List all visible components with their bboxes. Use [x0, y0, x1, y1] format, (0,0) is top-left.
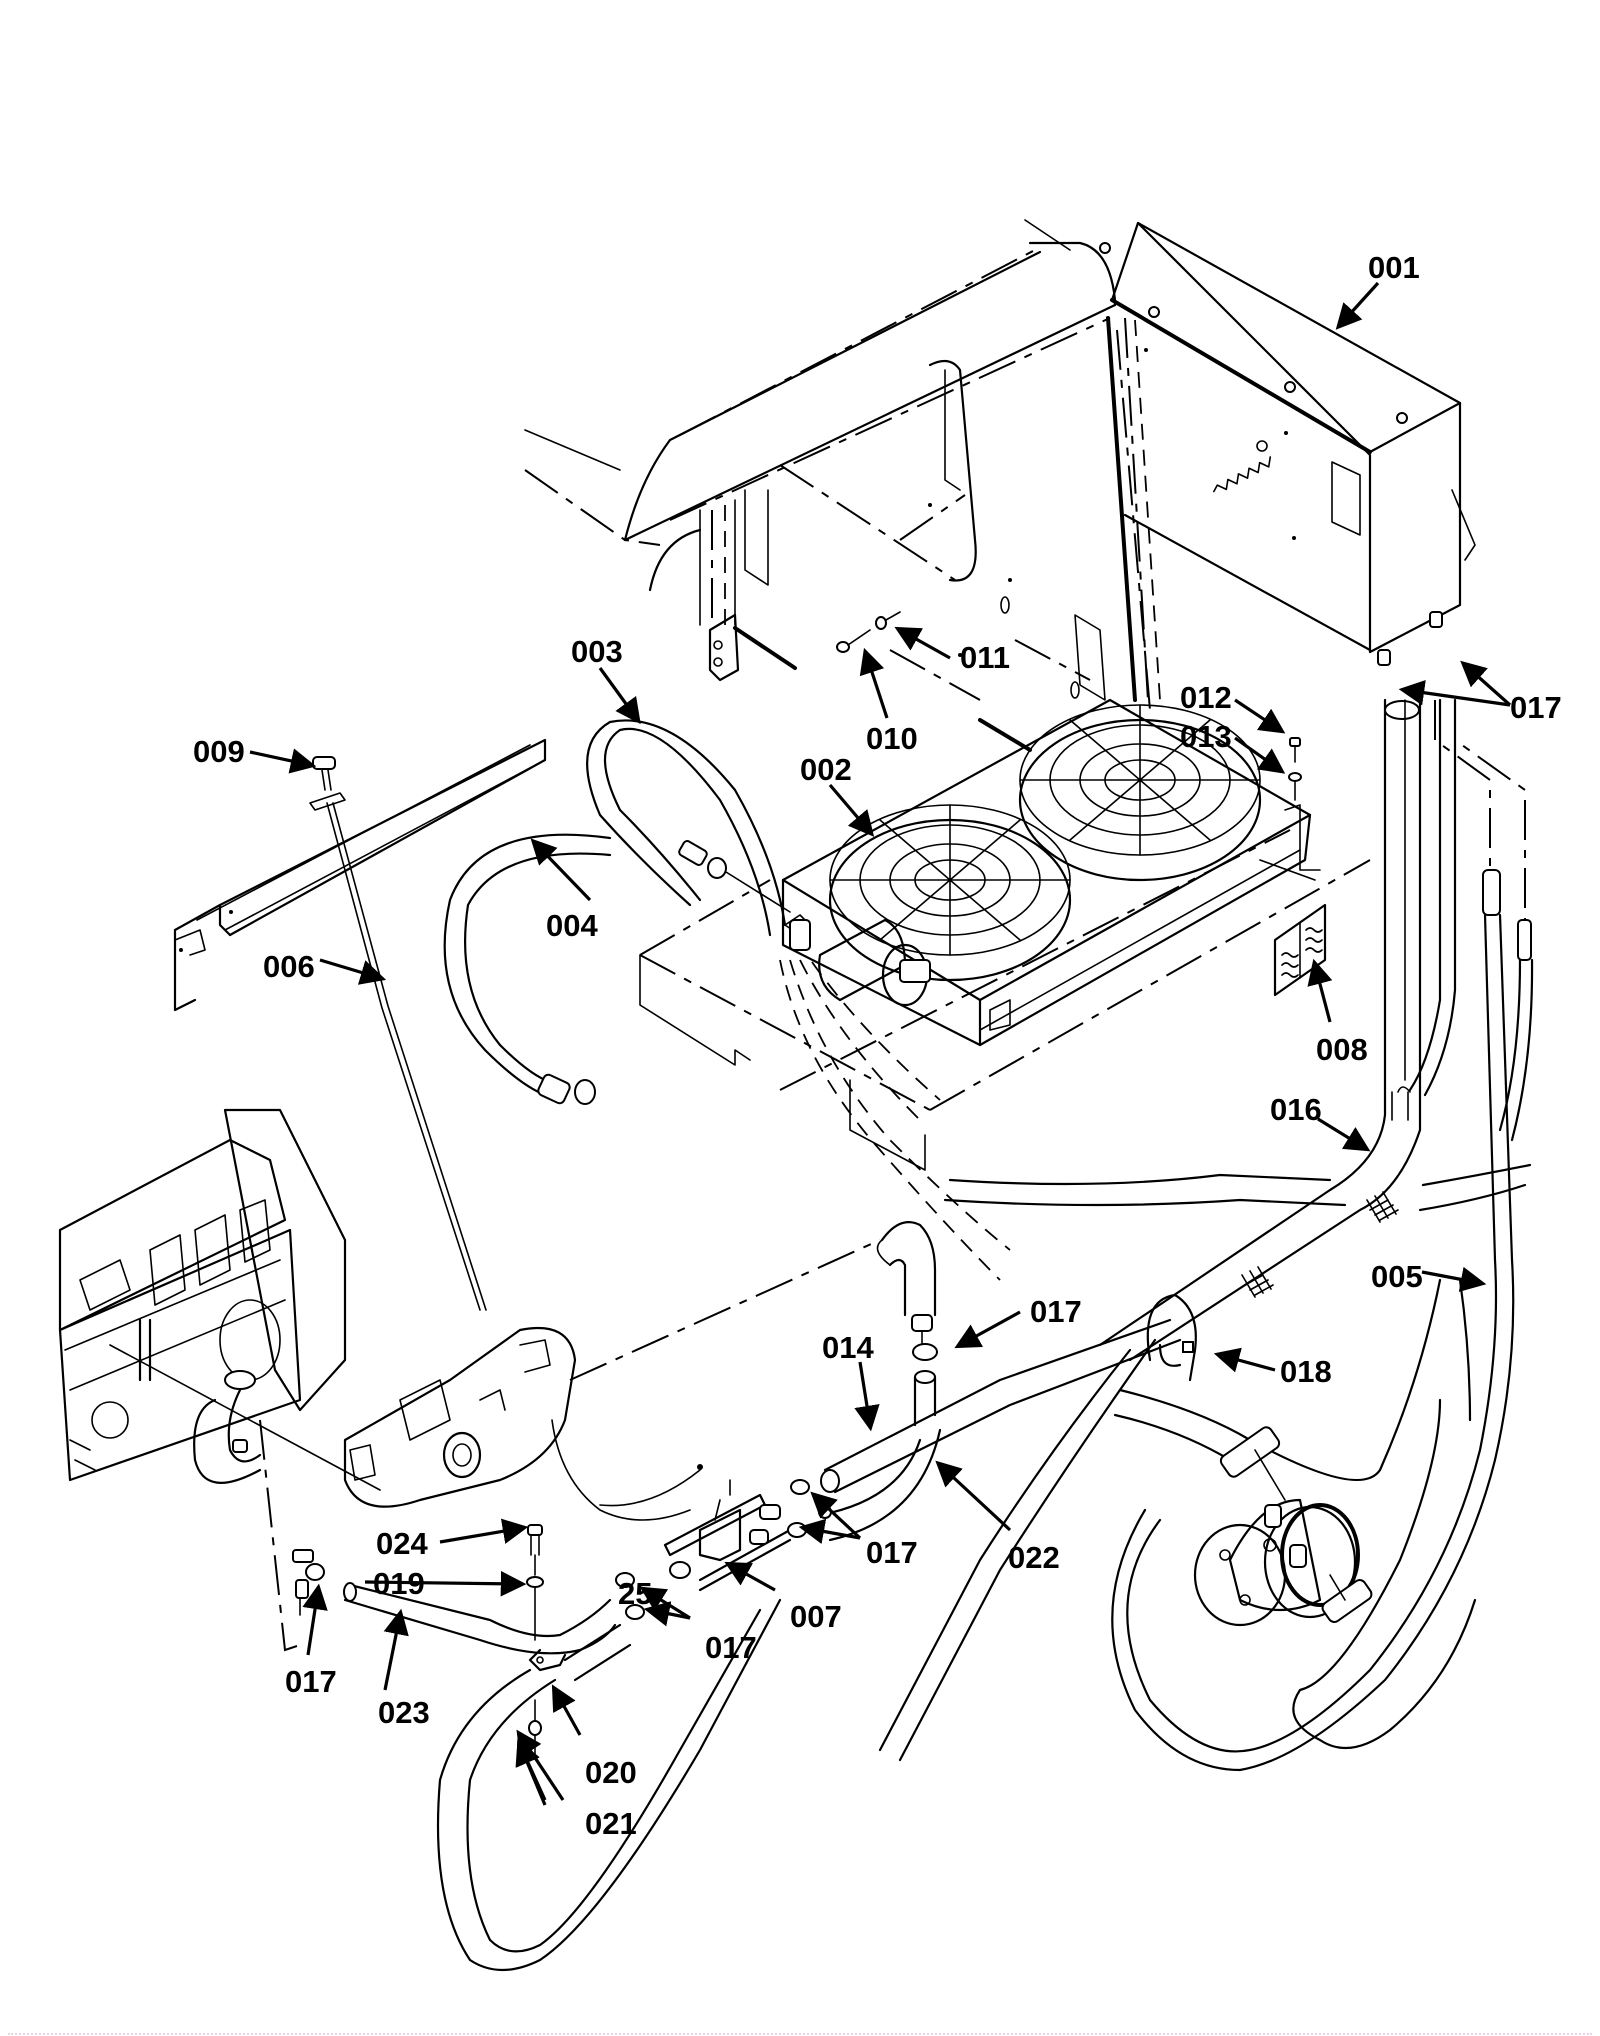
- hose-clip-020: [436, 1598, 782, 1971]
- callout-011: 011: [960, 640, 1010, 675]
- decal: [1273, 903, 1327, 997]
- screw-and-washer: [836, 611, 901, 653]
- water-pump-manifold: [343, 1326, 577, 1508]
- callout-017-valve-left: 017: [705, 1630, 757, 1665]
- callout-005: 005: [1371, 1259, 1423, 1294]
- evaporator-housing: [1099, 221, 1476, 666]
- leader-arrows: [249, 281, 1512, 1806]
- fasteners-019-021-024: [526, 1524, 544, 1756]
- callout-012: 012: [1180, 680, 1232, 715]
- page-bottom-rule: [8, 2033, 1592, 2035]
- fan-guard-right: [1018, 704, 1262, 882]
- heater-hose-014-022: [818, 1293, 1197, 1762]
- callout-007: 007: [790, 1599, 842, 1634]
- hidden-hose-routing: [779, 959, 1011, 1281]
- callout-024: 024: [376, 1526, 428, 1561]
- control-cable: [309, 756, 691, 1521]
- fan-guard-left: [828, 804, 1072, 982]
- callout-014: 014: [822, 1330, 874, 1365]
- hose-bundle-016: [943, 698, 1532, 1362]
- callout-022: 022: [1008, 1540, 1060, 1575]
- callout-25-overlap: 25: [618, 1576, 652, 1611]
- callout-016: 016: [1270, 1092, 1322, 1127]
- callout-labels: 001 002 003 004 005 006 007 008 009 010 …: [193, 250, 1562, 1841]
- hose-005: [1111, 869, 1534, 1772]
- hose-004: [443, 833, 612, 1105]
- callout-020: 020: [585, 1755, 637, 1790]
- callout-018: 018: [1280, 1354, 1332, 1389]
- compressor: [1193, 1426, 1373, 1627]
- condenser-unit: [639, 698, 1371, 1171]
- callout-021: 021: [585, 1806, 637, 1841]
- callout-004: 004: [546, 908, 598, 943]
- callout-013: 013: [1180, 719, 1232, 754]
- callout-017-top: 017: [1510, 690, 1562, 725]
- callout-010: 010: [866, 721, 918, 756]
- cable-bracket: [173, 738, 547, 1012]
- callout-003: 003: [571, 634, 623, 669]
- callout-002: 002: [800, 752, 852, 787]
- engine-block: [58, 1108, 347, 1484]
- hose-003: [586, 719, 791, 937]
- heater-hose-upper: [876, 1221, 938, 1427]
- pump-alignment-line-2: [569, 1239, 881, 1381]
- callout-023: 023: [378, 1695, 430, 1730]
- callout-017-valve-right: 017: [866, 1535, 918, 1570]
- bolt-and-washer: [1288, 737, 1302, 801]
- callout-009: 009: [193, 734, 245, 769]
- pump-alignment-line: [109, 1344, 381, 1491]
- callout-017-left: 017: [285, 1664, 337, 1699]
- callout-008: 008: [1316, 1032, 1368, 1067]
- callout-017-upper-hose: 017: [1030, 1294, 1082, 1329]
- callout-001: 001: [1368, 250, 1420, 285]
- callout-006: 006: [263, 949, 315, 984]
- cab-roof-frame: [524, 219, 1161, 752]
- callout-019: 019: [373, 1566, 425, 1601]
- routing-guides: [1434, 700, 1526, 940]
